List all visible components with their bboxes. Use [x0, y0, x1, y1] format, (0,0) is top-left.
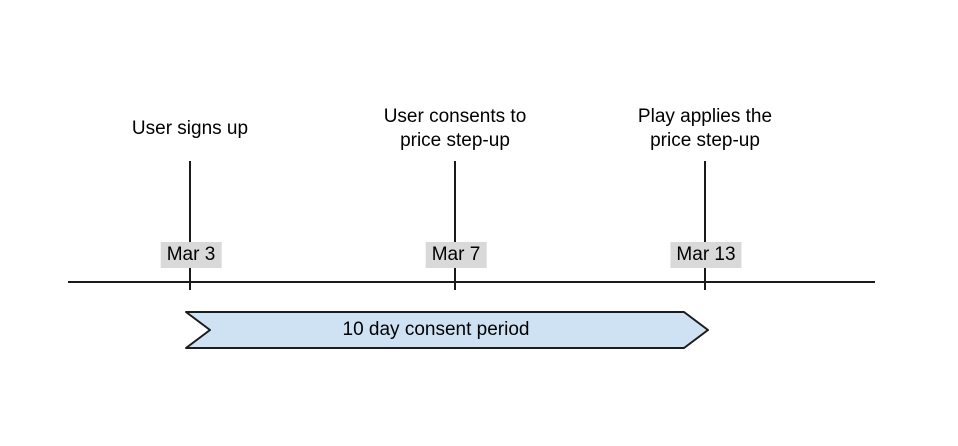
event-tick-line	[189, 161, 191, 290]
event-title-user-signs-up: User signs up	[131, 118, 249, 139]
date-badge-mar-3: Mar 3	[160, 242, 222, 268]
event-tick-line	[454, 161, 456, 290]
consent-period-label: 10 day consent period	[342, 318, 530, 340]
chevron-banner-shape	[185, 311, 709, 349]
event-title-play-applies: Play applies the price step-up	[637, 106, 773, 151]
date-badge-mar-7: Mar 7	[425, 242, 487, 268]
consent-period-banner	[185, 311, 709, 349]
date-badge-mar-13: Mar 13	[670, 242, 742, 268]
event-title-user-consents: User consents to price step-up	[383, 106, 527, 151]
timeline-axis	[68, 281, 875, 283]
event-tick-line	[704, 161, 706, 290]
